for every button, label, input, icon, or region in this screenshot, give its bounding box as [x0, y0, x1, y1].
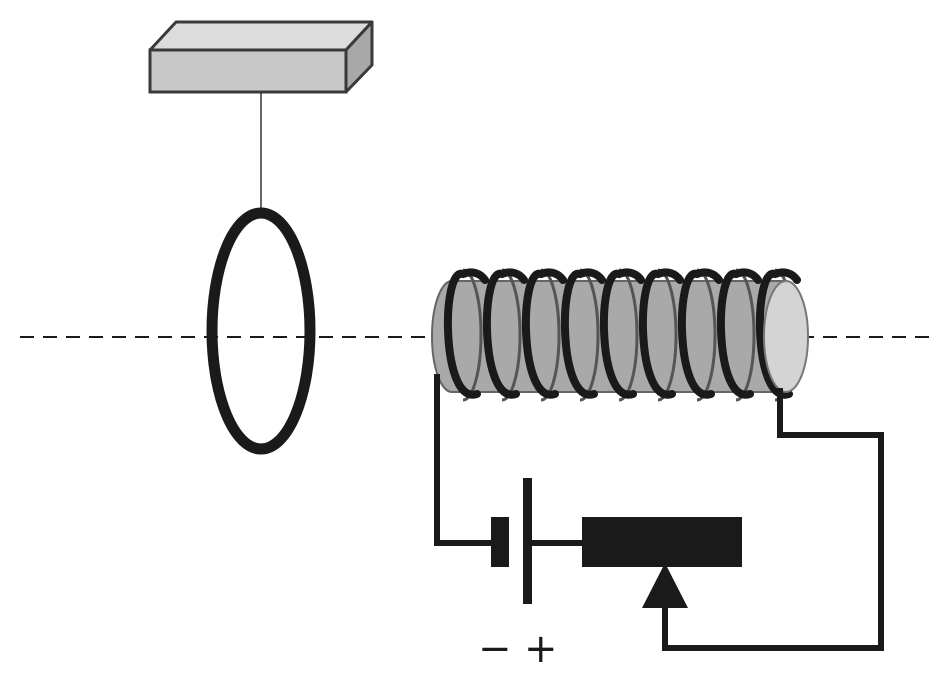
battery-positive-plate — [523, 478, 532, 604]
circuit-wires — [434, 374, 884, 651]
battery-positive-label: + — [524, 626, 558, 672]
coil-turn — [755, 268, 801, 399]
support-block-front — [148, 48, 348, 94]
solenoid-core — [431, 280, 787, 393]
rheostat-slider-arrow — [642, 563, 688, 608]
solenoid — [431, 268, 809, 402]
coil-turn — [599, 268, 645, 399]
support-block — [148, 20, 374, 94]
coil-turn — [443, 268, 489, 399]
battery — [491, 478, 532, 604]
coil-turn — [482, 268, 528, 399]
wire-coil-to-battery-negative — [434, 374, 493, 546]
coil-turn — [560, 268, 606, 399]
wire-coil-to-slider — [662, 388, 884, 651]
coil-turn — [638, 268, 684, 399]
battery-negative-label: − — [478, 626, 512, 672]
coil-turn — [521, 268, 567, 399]
coil-turn — [677, 268, 723, 399]
conducting-ring — [206, 207, 316, 455]
coil-turn — [716, 268, 762, 399]
rheostat-body — [582, 517, 742, 567]
solenoid-coil-front — [443, 268, 801, 399]
support-block-top — [148, 20, 374, 52]
rheostat — [582, 517, 742, 608]
solenoid-core-end-cap — [763, 280, 809, 393]
battery-negative-plate — [491, 517, 509, 567]
